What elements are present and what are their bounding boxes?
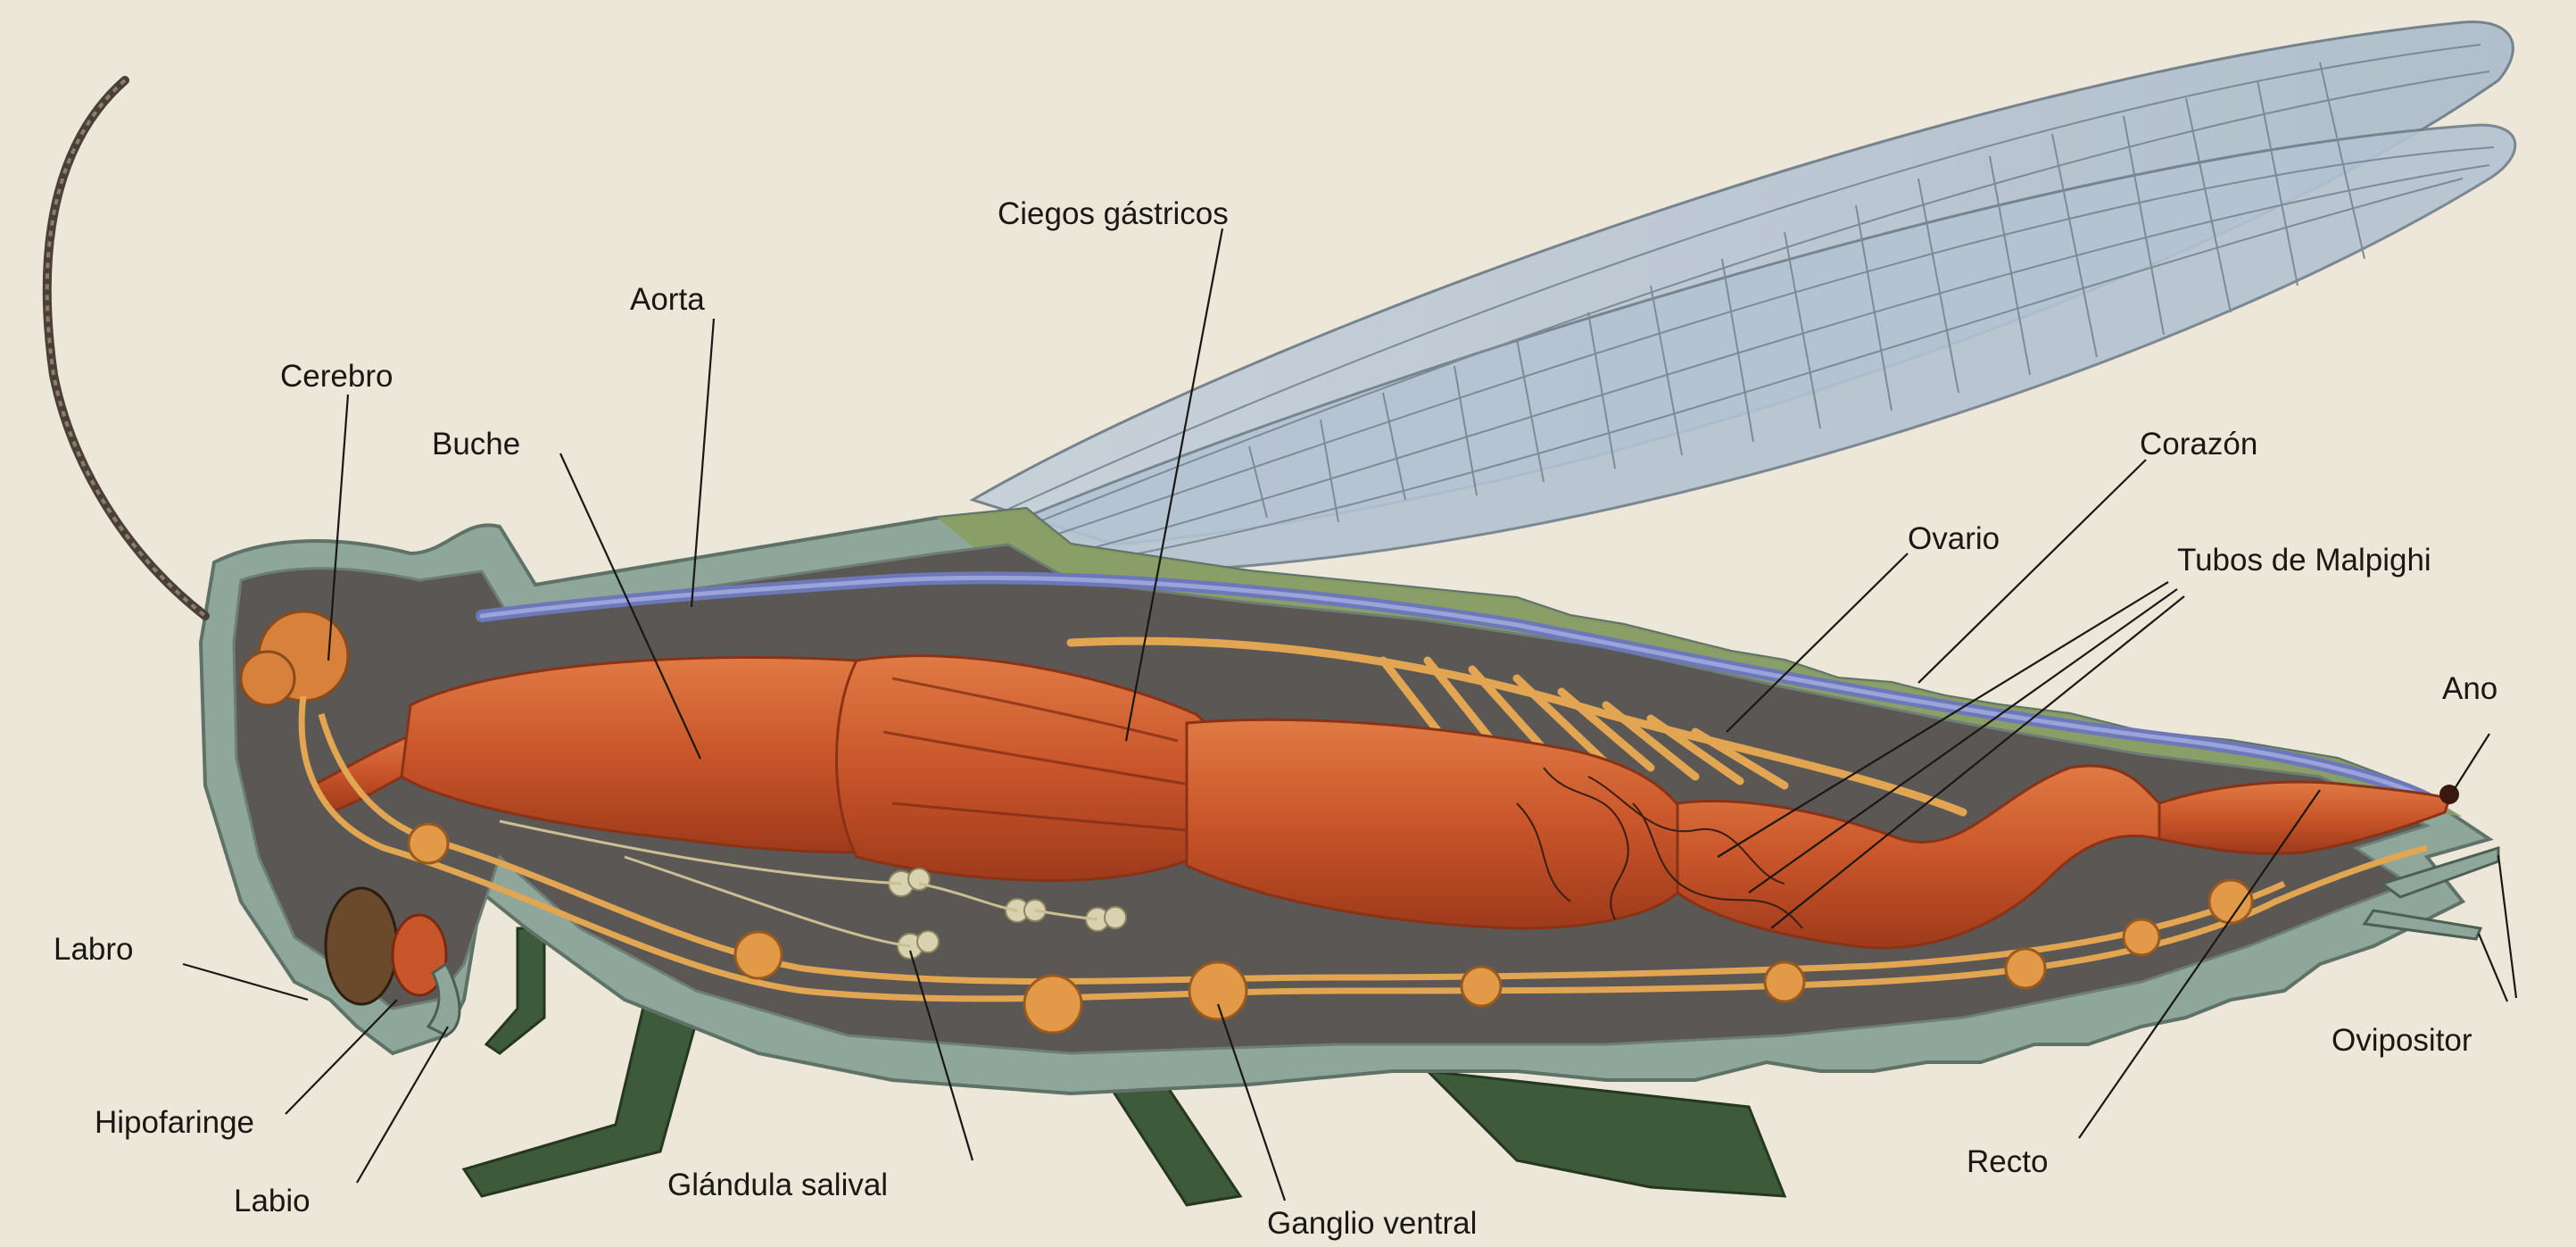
- ganglion: [1189, 962, 1247, 1019]
- wings: [973, 22, 2515, 571]
- label-recto: Recto: [1967, 1146, 2048, 1177]
- leader-ano: [2454, 734, 2489, 790]
- ganglion: [409, 824, 448, 863]
- leader-corazon: [1918, 460, 2146, 683]
- labrum: [326, 888, 397, 1004]
- label-labio: Labio: [234, 1185, 311, 1217]
- label-buche: Buche: [432, 428, 520, 460]
- label-cerebro: Cerebro: [280, 361, 393, 392]
- ganglion: [2209, 880, 2252, 923]
- ganglion: [1024, 976, 1081, 1033]
- label-labro: Labro: [54, 934, 134, 965]
- ganglion: [2006, 949, 2045, 988]
- brain-lobe: [241, 652, 294, 705]
- label-aorta: Aorta: [630, 284, 705, 315]
- label-tubos-de-malpighi: Tubos de Malpighi: [2177, 545, 2431, 576]
- ganglion: [2124, 919, 2159, 955]
- label-ciegos-gastricos: Ciegos gástricos: [998, 198, 1229, 229]
- leader-ovipositor-1: [2498, 855, 2516, 998]
- leg-small: [486, 928, 544, 1053]
- label-ovario: Ovario: [1908, 523, 2000, 554]
- ganglion: [1765, 962, 1804, 1002]
- leg-hind: [1428, 1071, 1785, 1196]
- label-glandula-salival: Glándula salival: [667, 1169, 888, 1201]
- leader-ovipositor-2: [2479, 934, 2507, 1002]
- label-ano: Ano: [2442, 673, 2497, 704]
- label-corazon: Corazón: [2140, 428, 2257, 460]
- label-hipofaringe: Hipofaringe: [95, 1107, 254, 1138]
- antenna-segments: [47, 80, 205, 616]
- label-ganglio-ventral: Ganglio ventral: [1267, 1208, 1477, 1239]
- ganglion: [735, 932, 782, 978]
- ganglion: [1462, 967, 1501, 1006]
- label-ovipositor: Ovipositor: [2332, 1025, 2472, 1056]
- leader-hipofaringe: [286, 1000, 397, 1114]
